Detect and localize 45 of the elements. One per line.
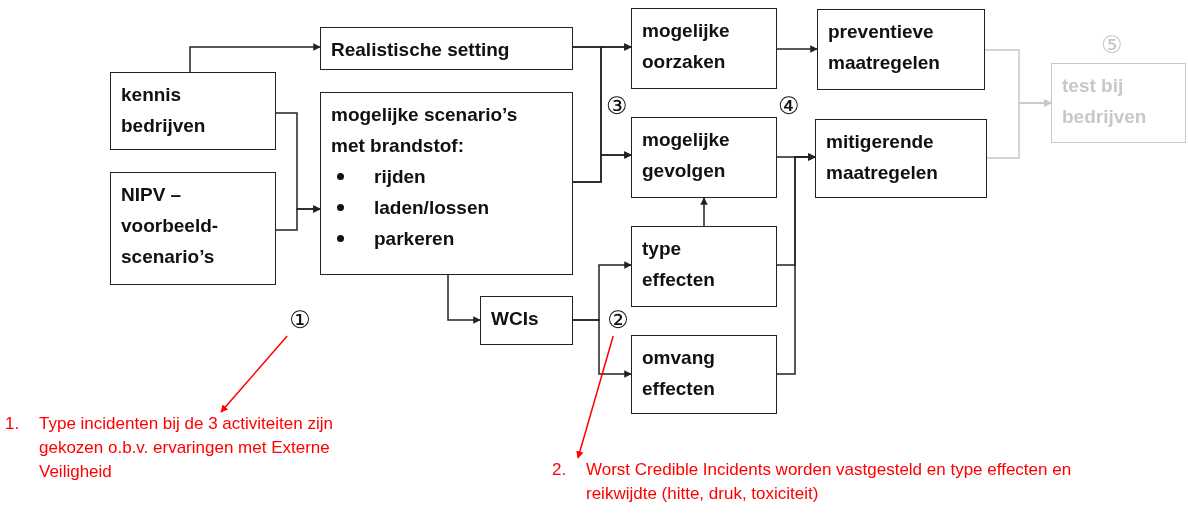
box-text: mogelijke scenario’s met brandstof:: [331, 103, 519, 158]
leader-line: [576, 335, 614, 459]
process-box: [631, 335, 777, 414]
process-box: [110, 172, 276, 285]
box-text: mogelijke oorzaken: [642, 19, 731, 74]
arrow: [572, 319, 632, 378]
arrow: [275, 205, 321, 231]
arrow: [572, 151, 632, 183]
note-text: Worst Credible Incidents worden vastgesteld en type effecten en reikwijdte (hitte, druk, toxiciteit): [586, 459, 1073, 505]
process-box: [1051, 63, 1186, 143]
leader-line: [220, 335, 288, 413]
arrow: [986, 99, 1052, 159]
circled-number: ④: [778, 92, 800, 120]
circled-number: ①: [284, 306, 316, 336]
box-text: Realistische setting: [331, 38, 511, 62]
circled-number: ③: [606, 92, 628, 120]
box-text: kennis bedrijven: [121, 83, 207, 138]
arrow: [189, 43, 321, 73]
box-text: WCIs: [491, 307, 540, 331]
arrow: [776, 45, 818, 53]
arrow: [447, 274, 481, 324]
box-text: preventieve maatregelen: [828, 20, 941, 75]
process-box: [631, 226, 777, 307]
bullet-text: parkeren: [374, 227, 455, 251]
process-box: [480, 296, 573, 345]
box-text: type effecten: [642, 237, 716, 292]
bullet-text: laden/lossen: [374, 196, 490, 220]
arrow: [776, 153, 816, 375]
process-box: [320, 27, 573, 70]
list-number: 1.: [5, 413, 21, 435]
process-box: [817, 9, 985, 90]
process-box: [631, 8, 777, 89]
process-box: [631, 117, 777, 198]
bullet-text: rijden: [374, 165, 426, 189]
box-text: mogelijke gevolgen: [642, 128, 731, 183]
circled-number: ②: [602, 306, 634, 336]
process-box: [320, 92, 573, 275]
process-box: [110, 72, 276, 150]
box-text: NIPV – voorbeeld-scenario’s: [121, 183, 220, 269]
process-box: [815, 119, 987, 198]
list-number: 2.: [552, 459, 568, 481]
arrow: [700, 197, 708, 227]
note-text: Type incidenten bij de 3 activiteiten zijn gekozen o.b.v. ervaringen met Externe Veiligheid: [39, 413, 334, 483]
box-text: mitigerende maatregelen: [826, 130, 939, 185]
box-text: omvang effecten: [642, 346, 716, 401]
